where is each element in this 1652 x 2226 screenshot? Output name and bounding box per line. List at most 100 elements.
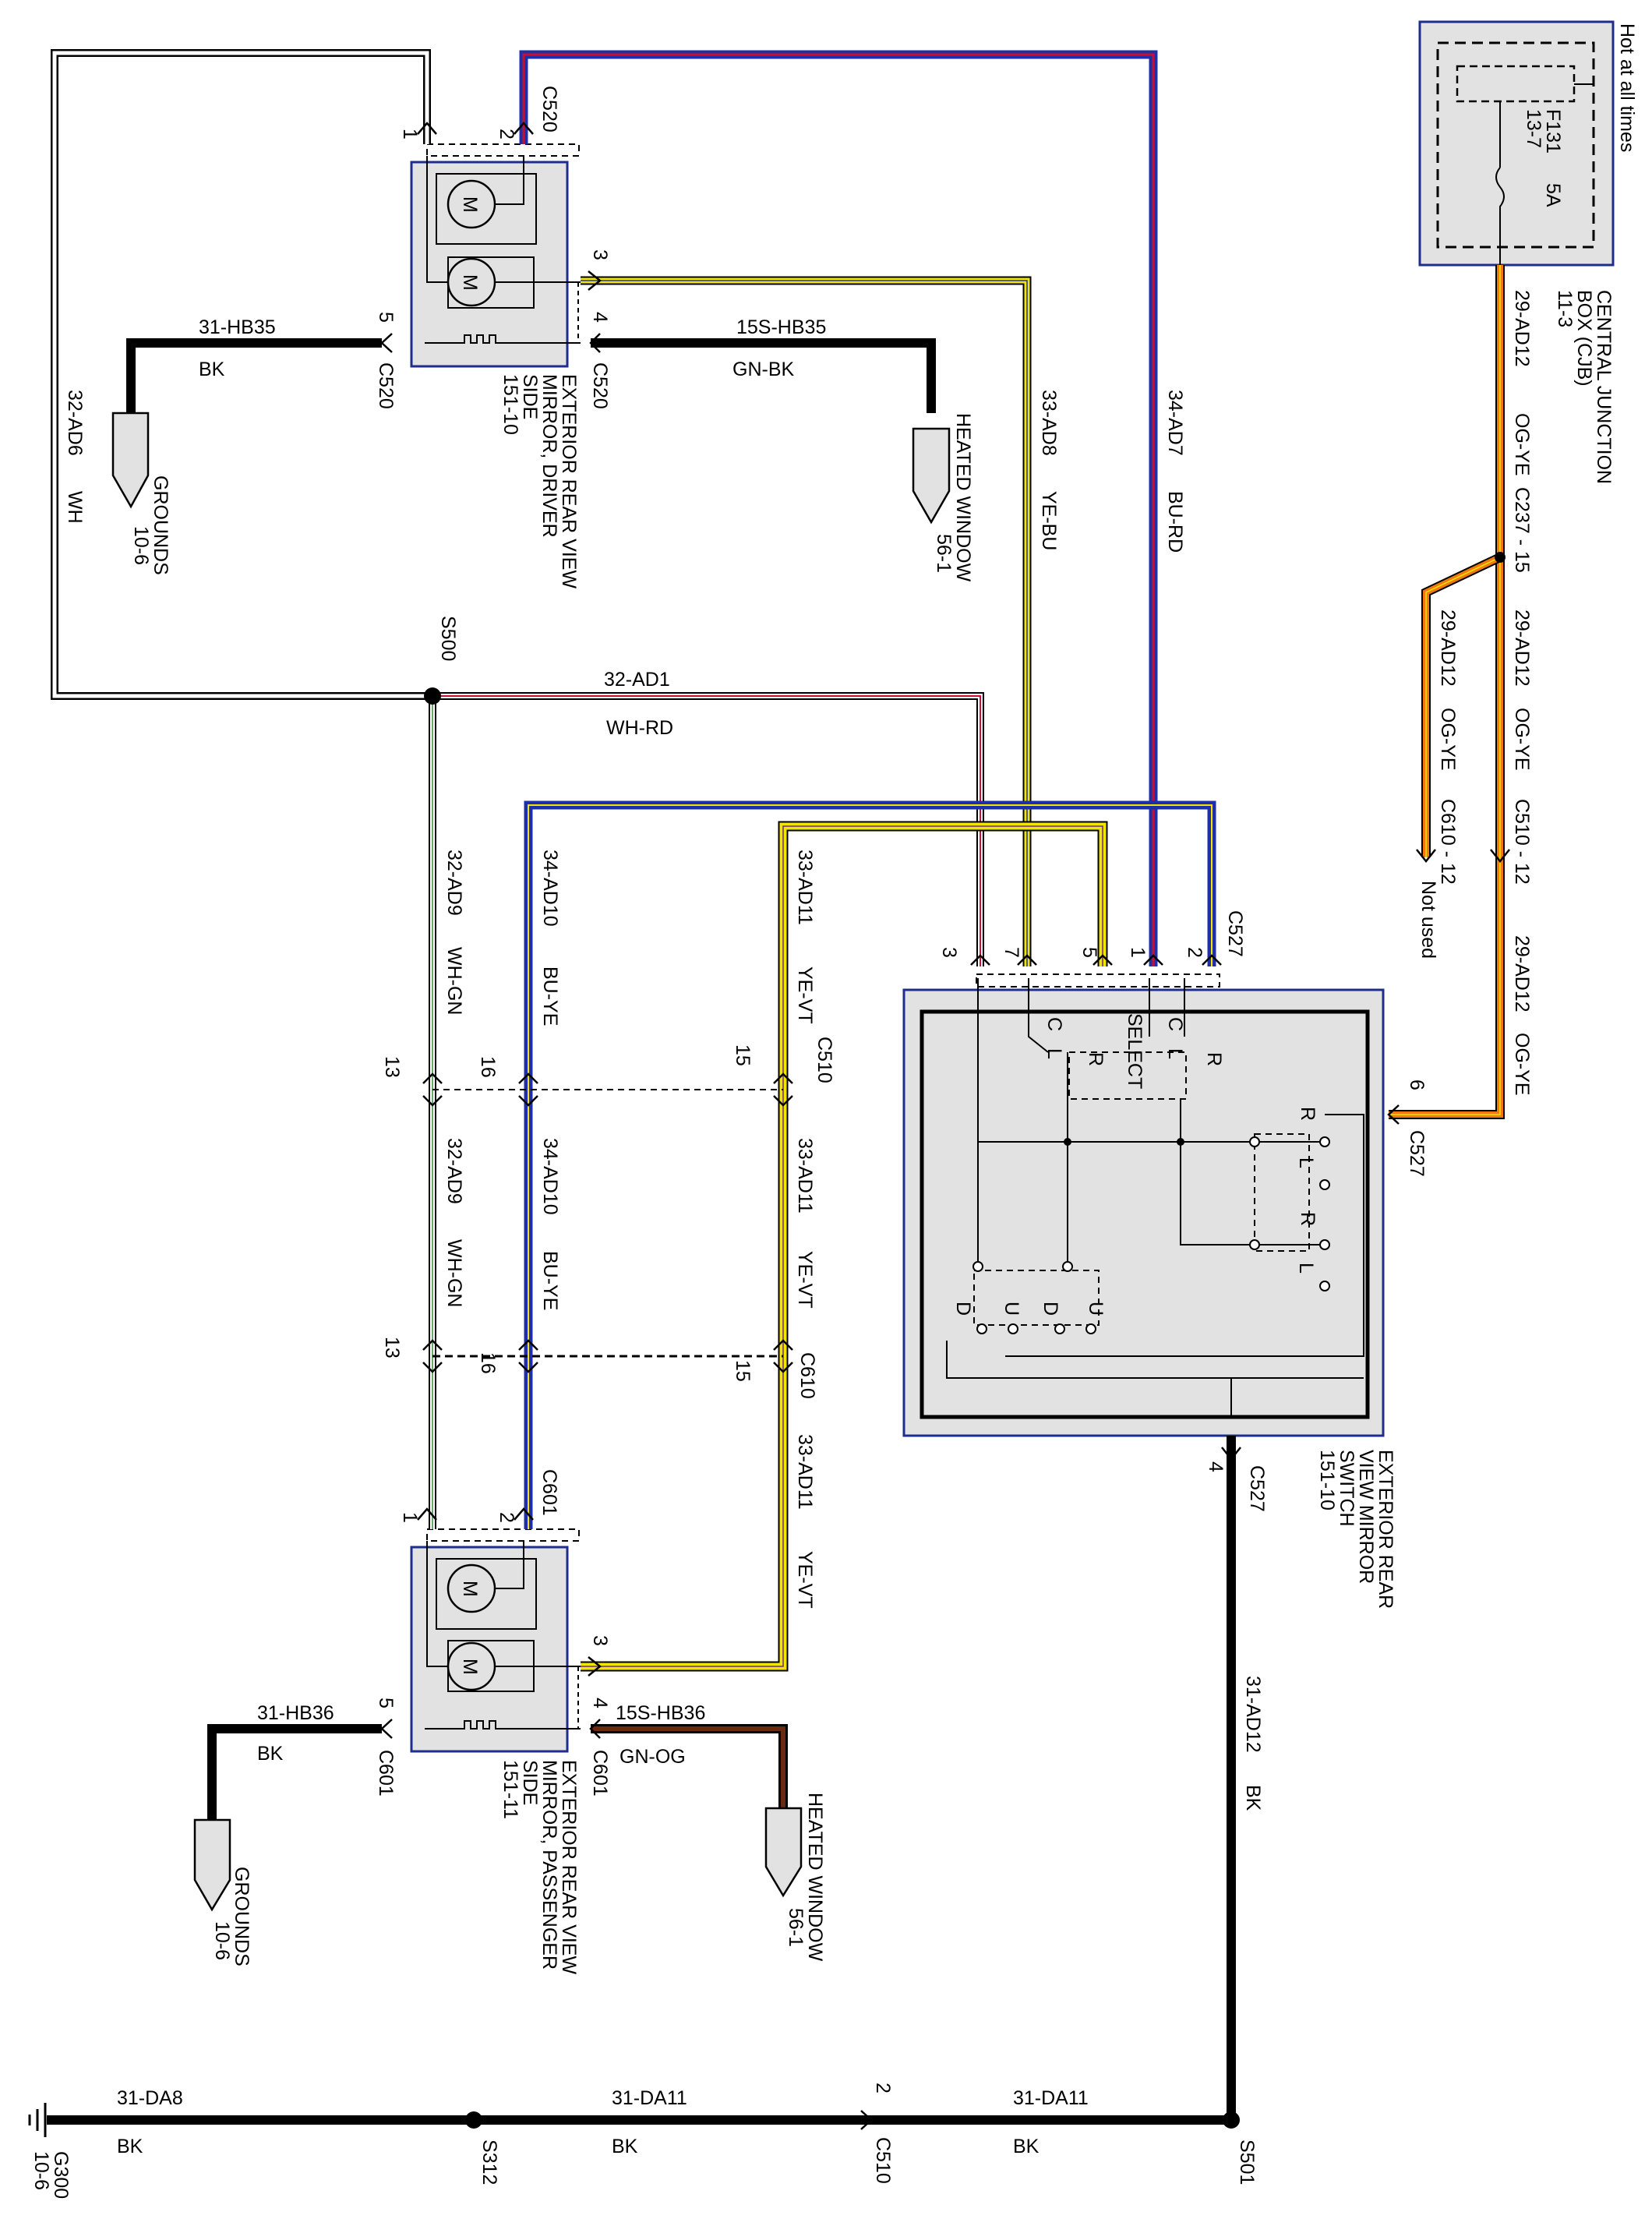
passenger-c601-left: C601 — [375, 1750, 397, 1797]
wire-29-ad12-color-c: OG-YE — [1511, 1033, 1533, 1096]
wire-33-ad8-label: 33-AD8 — [1038, 390, 1060, 456]
driver-c520-top: C520 — [538, 86, 560, 132]
driver-mirror-line1: EXTERIOR REAR VIEW — [558, 374, 580, 588]
driver-pin4: 4 — [589, 312, 611, 323]
wire-31-da11-label-a: 31-DA11 — [612, 2087, 687, 2109]
cjb-fuse-page: 13-7 — [1523, 109, 1544, 148]
heated-window-page-driver: 56-1 — [933, 534, 955, 573]
wire-33-ad11-label-b: 33-AD11 — [794, 1138, 816, 1214]
c510-bottom-pin2: 2 — [872, 2083, 894, 2094]
switch-rl-r2: R — [1297, 1212, 1318, 1226]
passenger-mirror-line2: MIRROR, PASSENGER — [538, 1760, 560, 1970]
grounds-page-driver: 10-6 — [130, 526, 152, 565]
grounds-pointer-passenger — [193, 1818, 231, 1912]
wire-29-ad12-label-a: 29-AD12 — [1511, 290, 1533, 367]
wire-32-ad1-label: 32-AD1 — [604, 669, 670, 691]
wire-33-ad11-color-c: YE-VT — [794, 1551, 816, 1609]
wire-29-ad12-label-d: 29-AD12 — [1437, 610, 1459, 687]
c510-pin16: 16 — [477, 1056, 499, 1078]
wire-32-ad6 — [51, 49, 432, 700]
wire-31-hb36-color: BK — [257, 1743, 284, 1765]
passenger-motor-2-label: M — [459, 1659, 481, 1675]
passenger-pin5: 5 — [375, 1698, 397, 1708]
driver-mirror-line2: MIRROR, DRIVER — [538, 374, 560, 538]
wire-31-hb35 — [126, 338, 382, 413]
c510-bottom-label: C510 — [872, 2137, 894, 2184]
ground-symbol-g300 — [28, 2103, 47, 2137]
splice-s500-label: S500 — [437, 616, 459, 661]
switch-rl-r1: R — [1297, 1107, 1318, 1121]
c510-pin13: 13 — [381, 1056, 403, 1078]
cjb-name-line1: CENTRAL JUNCTION — [1593, 290, 1615, 484]
switch-c527-top: C527 — [1224, 910, 1246, 957]
switch-pin1: 1 — [1127, 947, 1149, 958]
driver-mirror-page: 151-10 — [499, 374, 521, 435]
c510-12-label: C510 - 12 — [1511, 799, 1533, 885]
driver-motor-2-label: M — [459, 274, 481, 291]
wire-29-ad12-label-b: 29-AD12 — [1511, 610, 1533, 687]
driver-motor-1-label: M — [459, 196, 481, 213]
not-used-label: Not used — [1417, 881, 1439, 959]
central-junction-box — [1418, 20, 1615, 267]
heated-window-pointer-driver — [912, 427, 951, 525]
c610-pin16: 16 — [477, 1352, 499, 1374]
switch-pin4: 4 — [1205, 1461, 1227, 1472]
splice-s312 — [465, 2111, 482, 2129]
wire-29-ad12-color-a: OG-YE — [1511, 413, 1533, 476]
switch-right-l: L — [1164, 1048, 1186, 1059]
grounds-pointer-driver — [111, 412, 150, 509]
switch-select-label: SELECT — [1124, 1013, 1145, 1089]
switch-right-r: R — [1203, 1052, 1225, 1066]
switch-d1: D — [952, 1302, 974, 1316]
wire-32-ad9-color-a: WH-GN — [443, 947, 465, 1015]
passenger-mirror-line3: SIDE — [519, 1760, 541, 1805]
wire-32-ad6-color: WH — [64, 491, 86, 524]
wire-29-ad12-label-c: 29-AD12 — [1511, 935, 1533, 1012]
c510-label: C510 — [814, 1037, 835, 1083]
driver-pin1: 1 — [399, 129, 421, 140]
wire-31-da8-color: BK — [117, 2136, 143, 2157]
c610-12-label: C610 - 12 — [1437, 799, 1459, 885]
driver-pin3: 3 — [589, 249, 611, 260]
passenger-pin3: 3 — [589, 1635, 611, 1646]
wire-15s-hb36 — [591, 1724, 788, 1808]
driver-pin5: 5 — [375, 312, 397, 323]
switch-c527-right: C527 — [1406, 1130, 1428, 1177]
cjb-name-line2: BOX (CJB) — [1573, 290, 1595, 387]
wire-34-ad7 — [519, 50, 1158, 966]
g300-label: G300 — [50, 2151, 72, 2199]
switch-left-r: R — [1085, 1052, 1107, 1066]
passenger-motor-1-label: M — [459, 1581, 481, 1597]
g300-page: 10-6 — [30, 2151, 52, 2190]
c237-label: C237 - 15 — [1511, 487, 1533, 573]
splice-s501 — [1223, 2111, 1240, 2129]
wire-33-ad11-color-b: YE-VT — [794, 1251, 816, 1309]
wire-32-ad9-label-b: 32-AD9 — [443, 1138, 465, 1204]
driver-pin2: 2 — [496, 129, 517, 140]
driver-c520-left: C520 — [375, 362, 397, 409]
heated-window-page-passenger: 56-1 — [785, 1908, 807, 1947]
wire-29-ad12 — [1389, 265, 1505, 1119]
passenger-mirror-assembly — [410, 1528, 581, 1753]
switch-rl-l1: L — [1295, 1157, 1317, 1168]
wire-33-ad11-color-a: YE-VT — [794, 966, 816, 1024]
driver-mirror-assembly — [410, 143, 581, 368]
wire-15s-hb36-label: 15S-HB36 — [616, 1702, 705, 1724]
switch-name-page: 151-10 — [1316, 1450, 1338, 1510]
wire-34-ad10 — [524, 800, 1216, 1529]
grounds-page-passenger: 10-6 — [211, 1921, 233, 1960]
wire-34-ad7-color: BU-RD — [1164, 491, 1186, 553]
switch-u1: U — [1001, 1302, 1022, 1316]
switch-name-line2: VIEW MIRROR — [1355, 1450, 1377, 1584]
wire-33-ad11-label-a: 33-AD11 — [794, 850, 816, 925]
cjb-hot-label: Hot at all times — [1616, 23, 1638, 152]
switch-right-c: C — [1164, 1017, 1186, 1031]
switch-d2: D — [1040, 1302, 1061, 1316]
splice-s501-label: S501 — [1236, 2139, 1258, 2185]
switch-rl-l2: L — [1295, 1263, 1317, 1274]
wire-33-ad8-color: YE-BU — [1038, 491, 1060, 550]
switch-pin6: 6 — [1406, 1079, 1428, 1090]
switch-pin7: 7 — [1001, 947, 1022, 958]
c610-pin13: 13 — [381, 1337, 403, 1359]
